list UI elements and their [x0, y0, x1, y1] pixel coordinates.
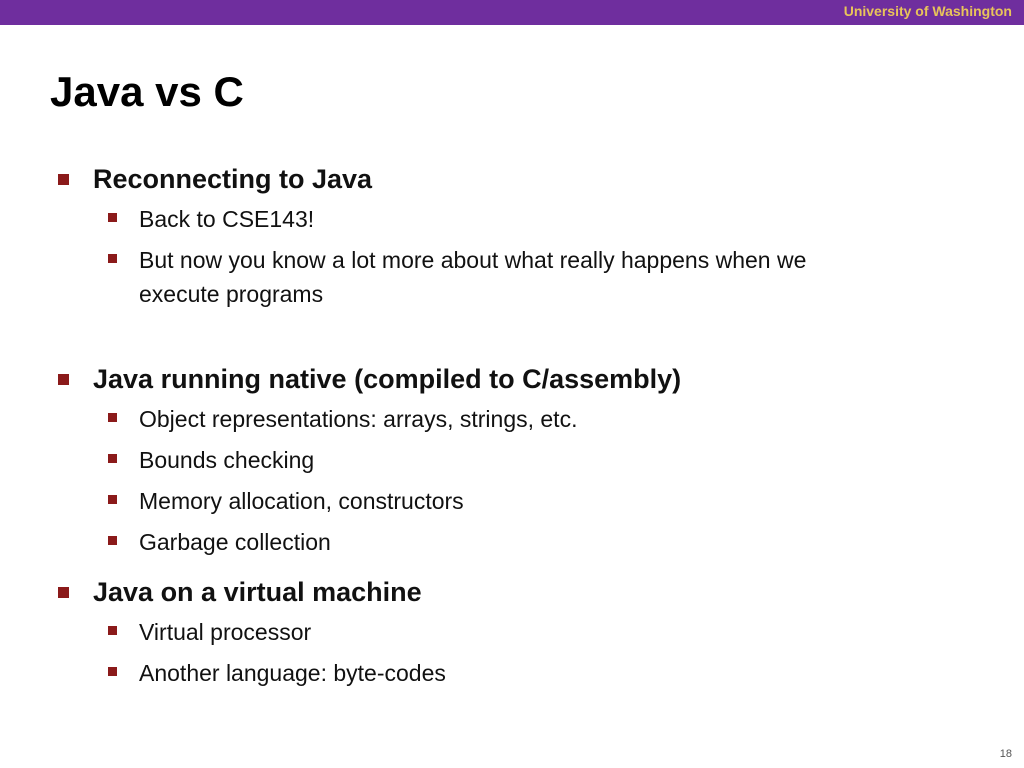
bullet-heading: Java running native (compiled to C/assem…	[93, 364, 682, 394]
bullet-level2: Memory allocation, constructors	[0, 484, 1024, 520]
square-bullet-icon	[108, 495, 117, 504]
square-bullet-icon	[58, 587, 69, 598]
square-bullet-icon	[108, 254, 117, 263]
bullet-level2: Virtual processor	[0, 615, 1024, 651]
bullet-level2: Garbage collection	[0, 525, 1024, 561]
bullet-level2: Bounds checking	[0, 443, 1024, 479]
square-bullet-icon	[58, 374, 69, 385]
bullet-text: Memory allocation, constructors	[139, 488, 464, 514]
square-bullet-icon	[108, 536, 117, 545]
bullet-level2: Object representations: arrays, strings,…	[0, 402, 1024, 438]
square-bullet-icon	[58, 174, 69, 185]
bullet-level2: Back to CSE143!	[0, 202, 1024, 238]
square-bullet-icon	[108, 626, 117, 635]
bullet-text: Back to CSE143!	[139, 206, 315, 232]
bullet-heading: Java on a virtual machine	[93, 577, 422, 607]
square-bullet-icon	[108, 413, 117, 422]
bullet-level2: Another language: byte-codes	[0, 656, 1024, 692]
slide-title: Java vs C	[50, 68, 244, 115]
bullet-text: Virtual processor	[139, 619, 312, 645]
page-number: 18	[999, 748, 1012, 760]
square-bullet-icon	[108, 213, 117, 222]
bullet-section-virtual-machine: Java on a virtual machine Virtual proces…	[0, 574, 1024, 692]
bullet-level1: Reconnecting to Java	[0, 161, 1024, 197]
bullet-text: Bounds checking	[139, 447, 315, 473]
bullet-level2: But now you know a lot more about what r…	[0, 243, 1024, 311]
bullet-text: Garbage collection	[139, 529, 331, 555]
square-bullet-icon	[108, 667, 117, 676]
square-bullet-icon	[108, 454, 117, 463]
bullet-section-native: Java running native (compiled to C/assem…	[0, 361, 1024, 561]
bullet-level1: Java running native (compiled to C/assem…	[0, 361, 1024, 397]
header-bar: University of Washington	[0, 0, 1024, 25]
institution-name: University of Washington	[843, 3, 1012, 19]
bullet-text: Object representations: arrays, strings,…	[139, 406, 578, 432]
bullet-text: Another language: byte-codes	[139, 660, 446, 686]
bullet-text: But now you know a lot more about what r…	[139, 247, 807, 307]
bullet-heading: Reconnecting to Java	[93, 164, 373, 194]
bullet-section-reconnecting: Reconnecting to Java Back to CSE143! But…	[0, 161, 1024, 311]
bullet-level1: Java on a virtual machine	[0, 574, 1024, 610]
